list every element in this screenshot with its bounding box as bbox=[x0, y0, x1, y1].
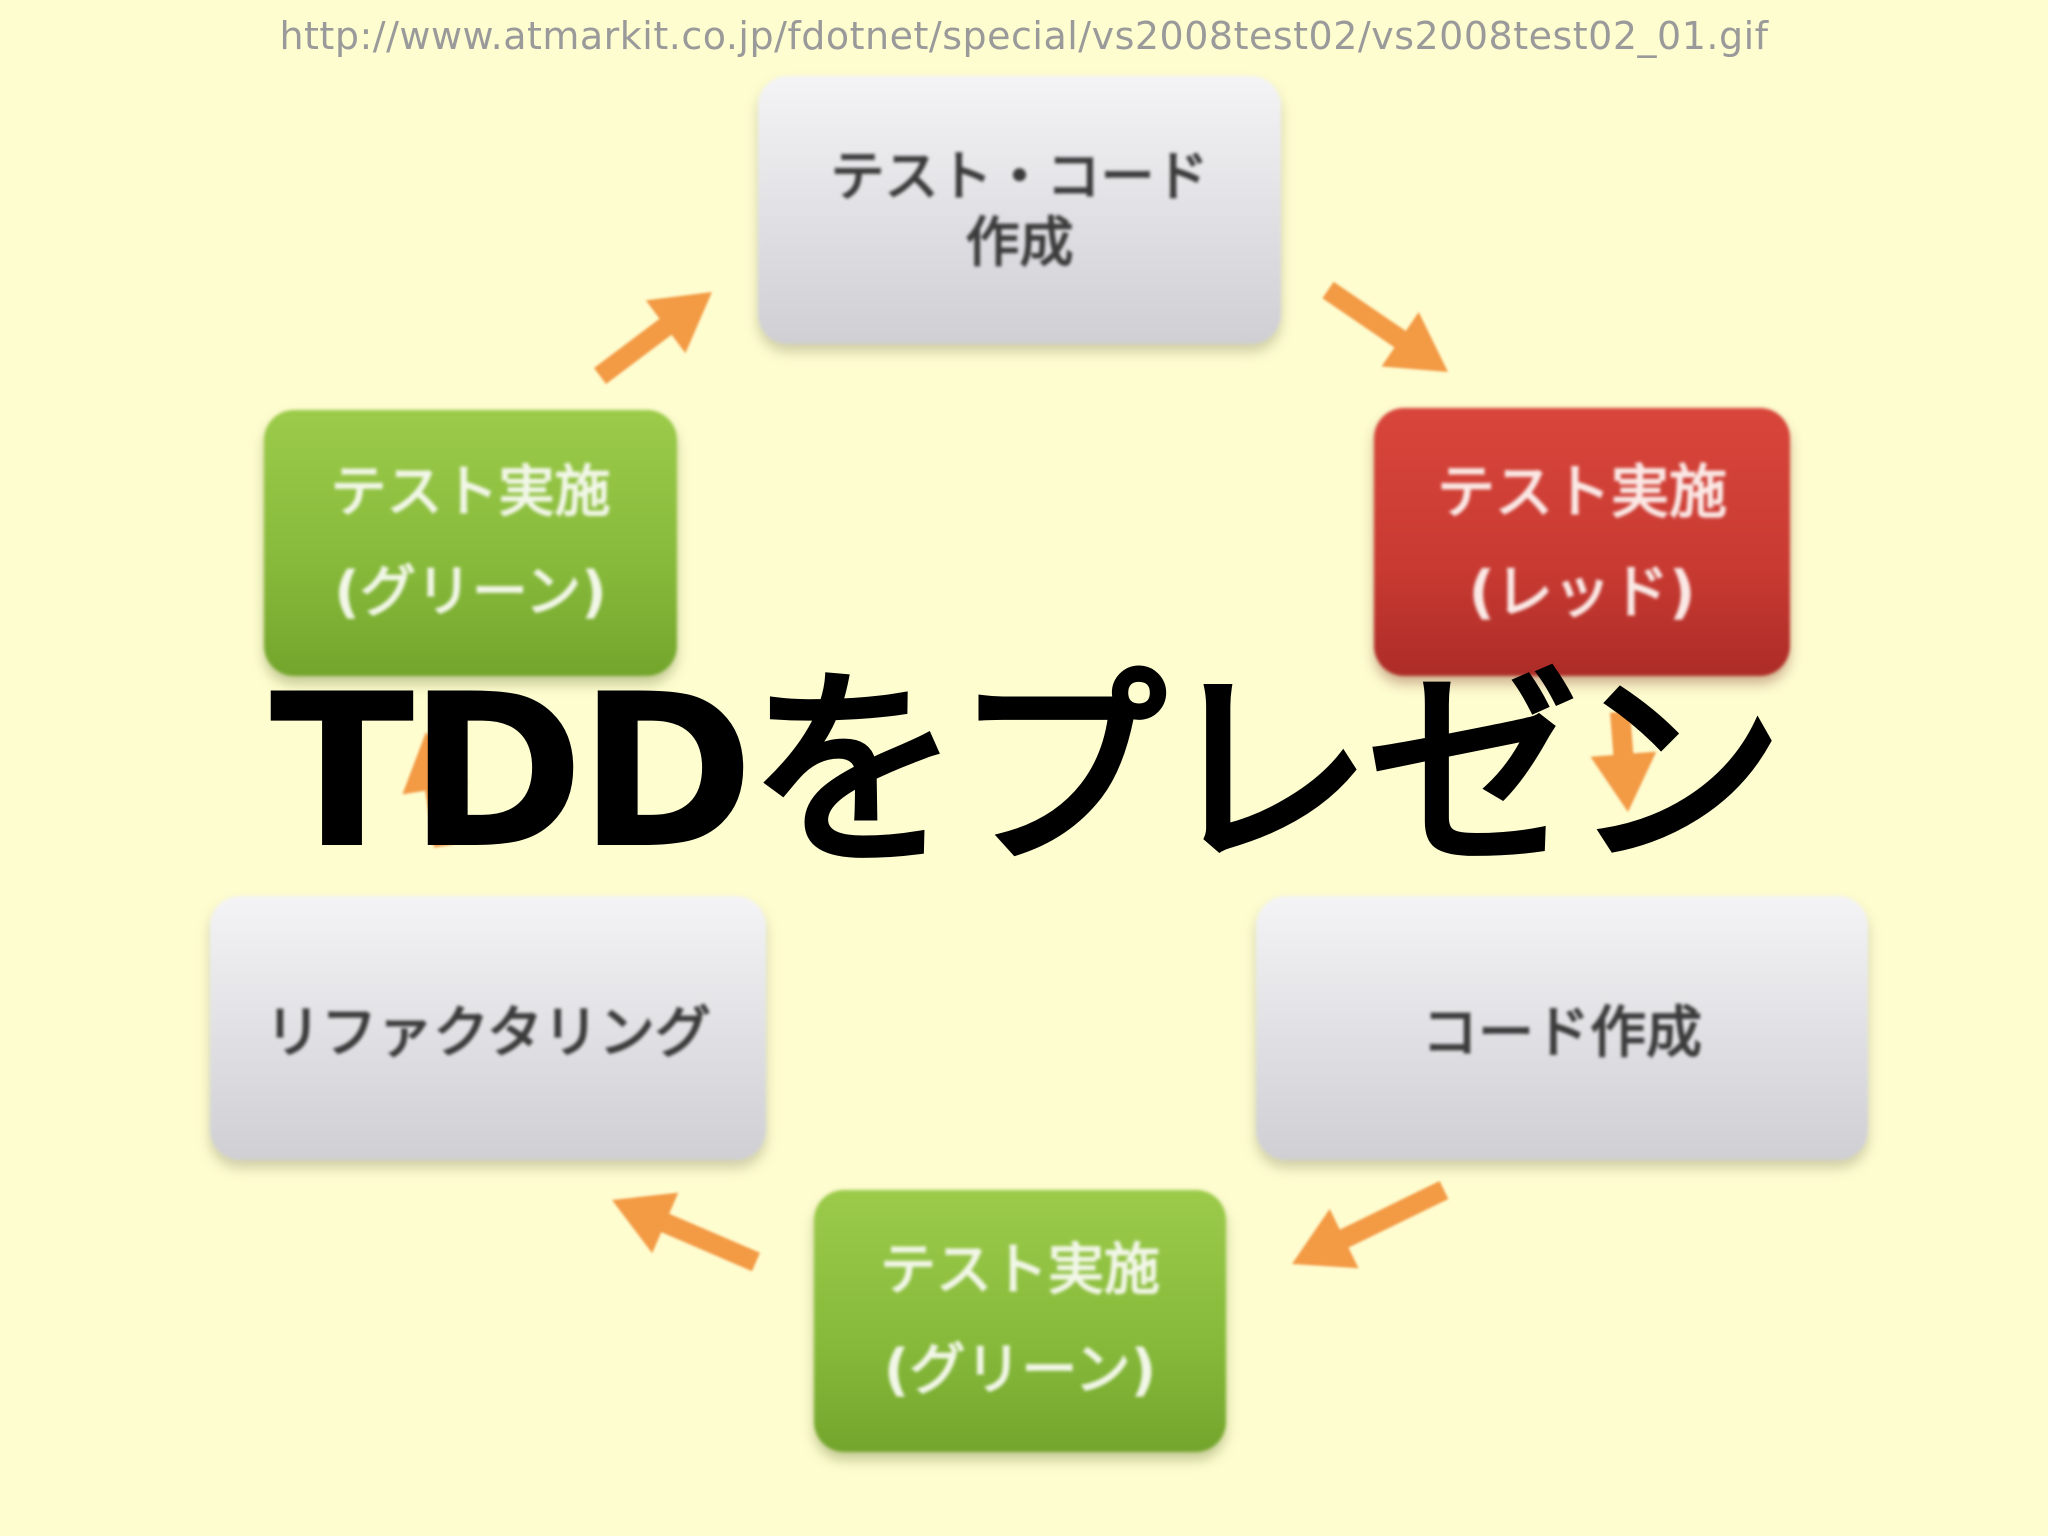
node-label-line: テスト・コード bbox=[830, 145, 1209, 208]
node-run-test-red: テスト実施 (レッド) bbox=[1374, 408, 1790, 676]
source-url: http://www.atmarkit.co.jp/fdotnet/specia… bbox=[279, 14, 1769, 58]
node-label-line: (レッド) bbox=[1468, 558, 1696, 626]
node-label-line: (グリーン) bbox=[334, 560, 607, 625]
arrow-refactor-to-green-icon bbox=[402, 732, 468, 848]
node-run-test-green-left: テスト実施 (グリーン) bbox=[264, 410, 677, 676]
node-label-line: テスト実施 bbox=[330, 460, 611, 525]
arrow-code-to-green-icon bbox=[1292, 1181, 1449, 1269]
node-run-test-green-bottom: テスト実施 (グリーン) bbox=[814, 1190, 1226, 1452]
slide-title: TDDをプレゼン bbox=[269, 648, 1785, 895]
node-write-code: コード作成 bbox=[1256, 896, 1868, 1160]
node-label-line: テスト実施 bbox=[1436, 458, 1727, 526]
node-write-test-code: テスト・コード 作成 bbox=[758, 76, 1281, 344]
node-label-line: テスト実施 bbox=[880, 1238, 1160, 1303]
node-label-line: コード作成 bbox=[1422, 1000, 1702, 1066]
arrow-green-to-test-code-icon bbox=[594, 292, 712, 384]
arrow-test-code-to-red-icon bbox=[1322, 281, 1448, 372]
node-label-line: (グリーン) bbox=[883, 1338, 1157, 1403]
node-label-line: 作成 bbox=[965, 211, 1074, 274]
arrow-red-to-code-icon bbox=[1590, 711, 1657, 812]
node-label-line: リファクタリング bbox=[265, 1000, 711, 1066]
node-refactoring: リファクタリング bbox=[210, 896, 766, 1160]
arrow-green-to-refactor-icon bbox=[612, 1192, 760, 1272]
